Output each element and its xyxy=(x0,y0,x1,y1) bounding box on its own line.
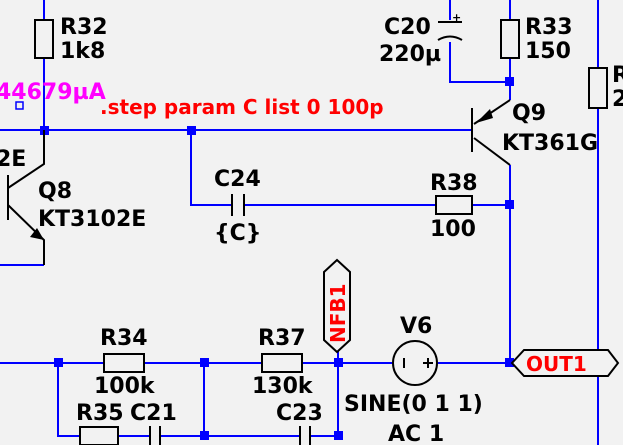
c20-plus-icon: + xyxy=(452,11,461,24)
out1-net-label[interactable] xyxy=(510,349,620,377)
r34-resistor[interactable] xyxy=(103,353,145,373)
edge-resistor[interactable] xyxy=(588,67,608,109)
r33-ref: R33 xyxy=(525,15,573,40)
v6-circle xyxy=(392,340,438,386)
probe-readout: 44679µA xyxy=(0,80,106,105)
c24-value[interactable]: {C} xyxy=(214,221,261,246)
r32-ref: R32 xyxy=(60,15,108,40)
r34-ref: R34 xyxy=(100,326,148,351)
q9-value: KT361G xyxy=(502,131,598,156)
wires xyxy=(0,0,599,445)
q9-ref: Q9 xyxy=(512,101,546,126)
r35-ref: R35 xyxy=(76,401,124,426)
c24-ref: C24 xyxy=(214,167,261,192)
c20-value: 220µ xyxy=(379,42,441,67)
v6-ac: AC 1 xyxy=(388,422,444,445)
nfb1-text: NFB1 xyxy=(326,283,350,343)
junction-dot xyxy=(200,358,209,367)
r37-ref: R37 xyxy=(258,326,306,351)
q9-transistor[interactable] xyxy=(471,99,511,166)
edge-resistor-ref: R xyxy=(612,63,623,88)
r32-value: 1k8 xyxy=(60,39,105,64)
r37-resistor[interactable] xyxy=(261,353,303,373)
junction-dot xyxy=(334,358,343,367)
r35-resistor[interactable] xyxy=(79,426,119,445)
c21-ref: C21 xyxy=(130,401,177,426)
v6-value: SINE(0 1 1) xyxy=(344,392,483,417)
v6-plus xyxy=(423,358,433,368)
r34-value: 100k xyxy=(94,374,156,399)
junction-dot xyxy=(200,431,209,440)
r37-value: 130k xyxy=(252,374,314,399)
q8-transistor[interactable] xyxy=(7,130,45,265)
q8-arrow-icon xyxy=(30,228,44,240)
out1-text: OUT1 xyxy=(526,352,587,376)
junction-dot xyxy=(54,358,63,367)
r38-resistor[interactable] xyxy=(435,195,473,215)
spice-directive[interactable]: .step param C list 0 100p xyxy=(100,95,384,119)
r33-resistor[interactable] xyxy=(500,19,520,59)
wire-r35-left xyxy=(57,363,80,437)
junction-dot xyxy=(505,358,514,367)
c20-plate-bottom xyxy=(437,35,463,41)
r38-ref: R38 xyxy=(430,171,478,196)
c20-ref: C20 xyxy=(384,15,431,40)
r38-value: 100 xyxy=(430,217,476,242)
nfb1-net-label[interactable] xyxy=(323,258,351,354)
v6-ref: V6 xyxy=(400,314,432,339)
junction-dot xyxy=(187,126,196,135)
r32-resistor[interactable] xyxy=(34,19,54,59)
junction-dot xyxy=(505,200,514,209)
q8-value: KT3102E xyxy=(38,207,146,232)
q8-partial-label: 2E xyxy=(0,147,26,172)
wire-c20-bottom xyxy=(449,42,510,83)
junction-dot xyxy=(334,431,343,440)
probe-marker xyxy=(15,101,24,110)
q8-collector-leg xyxy=(7,130,45,189)
c23-ref: C23 xyxy=(276,401,323,426)
q9-collector-leg xyxy=(473,137,511,166)
junction-dot xyxy=(505,77,514,86)
q8-ref: Q8 xyxy=(38,179,72,204)
wire-c24-left xyxy=(190,130,232,206)
edge-resistor-value: 2 xyxy=(612,87,623,112)
r33-value: 150 xyxy=(525,39,571,64)
q9-arrow-icon xyxy=(476,109,493,123)
v6-source[interactable] xyxy=(392,340,438,386)
